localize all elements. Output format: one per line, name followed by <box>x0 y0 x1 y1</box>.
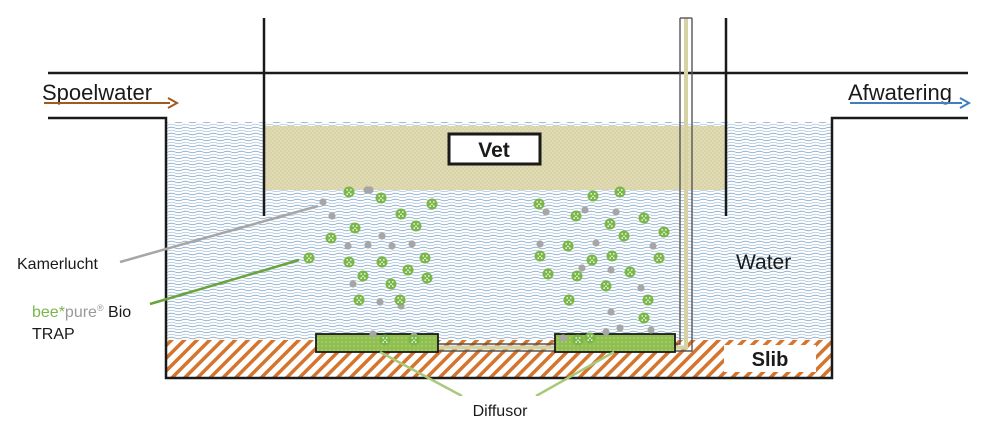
vet-label: Vet <box>478 139 510 162</box>
air-bubble <box>607 266 615 274</box>
air-bubble <box>536 240 544 248</box>
bacteria-bead <box>410 220 422 232</box>
biotrap-label-line2: TRAP <box>32 326 75 343</box>
inlet-label: Spoelwater <box>42 80 152 105</box>
bacteria-bead <box>325 232 337 244</box>
bacteria-bead <box>534 250 546 262</box>
slib-label-box <box>724 345 816 372</box>
inlet-arrow <box>44 97 180 109</box>
air-bubble <box>542 208 550 216</box>
bacteria-bead <box>587 190 599 202</box>
air-bubble <box>592 239 600 247</box>
diffusor-leader-right <box>535 350 615 398</box>
biotrap-label-line1: bee*pure® Bio <box>32 303 131 321</box>
bacteria-bead <box>653 252 665 264</box>
vet-label-box <box>447 132 542 166</box>
air-bubble <box>612 208 620 216</box>
bacteria-bead <box>426 198 438 210</box>
air-bubble <box>369 330 377 338</box>
bacteria-bead <box>533 198 545 210</box>
outlet-arrow <box>850 97 972 109</box>
air-bubble <box>602 328 610 336</box>
room-air-leader <box>119 204 319 264</box>
bacteria-bead <box>353 294 365 306</box>
bacteria-bead <box>618 230 630 242</box>
bacteria-bead <box>402 264 414 276</box>
bacteria-bead <box>375 192 387 204</box>
bacteria-bead <box>600 280 612 292</box>
brand-reg: ® <box>97 303 104 313</box>
air-bubble <box>616 324 624 332</box>
air-bubble <box>578 264 586 272</box>
bacteria-bead <box>343 186 355 198</box>
bacteria-bead <box>606 250 618 262</box>
air-bubble <box>637 284 645 292</box>
bacteria-bead <box>421 272 433 284</box>
bacteria-bead <box>570 210 582 222</box>
bacteria-bead <box>395 208 407 220</box>
product-bio: Bio <box>104 304 132 321</box>
slib-label: Slib <box>752 349 789 371</box>
diffuser-right <box>554 333 676 353</box>
bacteria-bead <box>584 332 596 344</box>
room-air-label: Kamerlucht <box>17 256 98 273</box>
bacteria-bead <box>357 270 369 282</box>
bacteria-bead <box>349 222 361 234</box>
tank-outline <box>48 116 968 380</box>
air-bubble <box>607 308 615 316</box>
bacteria-bead <box>562 240 574 252</box>
bacteria-bead <box>419 252 431 264</box>
air-bubble <box>344 242 352 250</box>
air-bubble <box>581 206 589 214</box>
outlet-label: Afwatering <box>848 80 952 105</box>
air-bubble <box>366 186 374 194</box>
air-bubble <box>649 242 657 250</box>
air-bubble <box>559 334 567 342</box>
bacteria-bead <box>385 278 397 290</box>
bacteria-bead <box>586 254 598 266</box>
diffusor-label-box <box>452 396 548 426</box>
bacteria-bead <box>572 334 584 346</box>
bacteria-bead <box>343 256 355 268</box>
brand-bee: bee* <box>32 304 65 321</box>
diffuser-left <box>315 333 439 353</box>
air-supply-tube <box>438 17 693 352</box>
air-bubble <box>647 326 655 334</box>
air-bubble <box>388 242 396 250</box>
air-bubble <box>408 240 416 248</box>
air-bubble <box>328 212 336 220</box>
bacteria-bead <box>394 294 406 306</box>
air-bubble <box>376 298 384 306</box>
bacteria-bead <box>379 334 391 346</box>
bacteria-bead <box>376 256 388 268</box>
brand-pure: pure <box>65 304 97 321</box>
diffusor-label: Diffusor <box>473 403 529 420</box>
bacteria-bead <box>604 218 616 230</box>
bacteria-bead <box>638 212 650 224</box>
bacteria-bead <box>642 294 654 306</box>
bubble-cloud <box>303 186 670 346</box>
water-label: Water <box>736 251 791 274</box>
bacteria-bead <box>303 252 315 264</box>
air-bubble <box>364 241 372 249</box>
bacteria-bead <box>614 186 626 198</box>
bacteria-bead <box>658 226 670 238</box>
bacteria-bead <box>638 312 650 324</box>
bacteria-bead <box>563 294 575 306</box>
biotrap-leader <box>149 258 300 306</box>
air-bubble <box>319 198 327 206</box>
air-bubble <box>378 232 386 240</box>
diffusor-leader-left <box>379 350 463 398</box>
bacteria-bead <box>624 266 636 278</box>
bacteria-bead <box>542 268 554 280</box>
air-bubble <box>349 280 357 288</box>
bacteria-bead <box>408 334 420 346</box>
bacteria-bead <box>571 270 583 282</box>
